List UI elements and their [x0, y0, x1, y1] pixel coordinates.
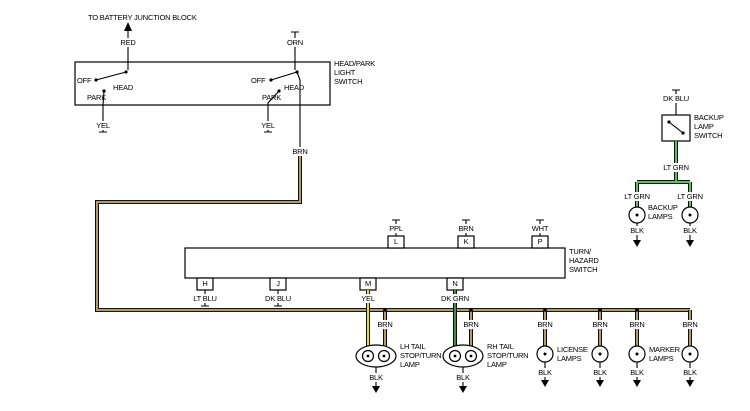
head-park-switch-box: [74, 61, 331, 106]
wire-label-dk-grn-n: DK GRN: [440, 294, 470, 303]
wire-label-lt-grn-2: LT GRN: [623, 192, 651, 201]
wire-label-lt-grn-3: LT GRN: [676, 192, 704, 201]
wire-label-lt-blu: LT BLU: [192, 294, 218, 303]
orn-feed-wire: [291, 31, 299, 62]
turn-hazard-switch-label: TURN/ HAZARD SWITCH: [569, 247, 599, 274]
rh-tail-lamp-label: RH TAIL STOP/TURN LAMP: [487, 342, 529, 369]
wire-label-orn: ORN: [285, 38, 305, 47]
switch-position-park-right: PARK: [262, 93, 282, 102]
license-lamps-label: LICENSE LAMPS: [557, 345, 588, 363]
pin-label-h: H: [202, 279, 208, 288]
switch-position-park-left: PARK: [87, 93, 107, 102]
arrow-up-icon: [124, 22, 132, 31]
switch-position-off-left: OFF: [77, 76, 92, 85]
backup-lamps-label: BACKUP LAMPS: [648, 203, 678, 221]
wire-label-red: RED: [119, 38, 137, 47]
ground-label-blk-rh: BLK: [455, 373, 471, 382]
pin-label-k: K: [463, 237, 469, 246]
wire-label-brn-main: BRN: [291, 147, 309, 156]
ground-label-blk-bu1: BLK: [629, 226, 645, 235]
head-park-switch-left-contacts: [94, 62, 129, 133]
backup-lamp-switch-label: BACKUP LAMP SWITCH: [694, 113, 724, 140]
wire-label-lt-grn-1: LT GRN: [662, 163, 690, 172]
ground-label-blk-mkr1: BLK: [629, 368, 645, 377]
wire-label-yel-m: YEL: [360, 294, 376, 303]
pin-label-n: N: [452, 279, 458, 288]
wire-label-brn-mkr1: BRN: [628, 320, 646, 329]
wire-label-yel-right: YEL: [260, 121, 276, 130]
wire-label-brn-k: BRN: [457, 224, 475, 233]
wire-label-brn-lic2: BRN: [591, 320, 609, 329]
ground-label-blk-lh: BLK: [368, 373, 384, 382]
battery-junction-label: TO BATTERY JUNCTION BLOCK: [88, 13, 197, 22]
switch-position-head-left: HEAD: [113, 83, 134, 92]
wire-label-brn-lh: BRN: [376, 320, 394, 329]
lh-tail-lamp-label: LH TAIL STOP/TURN LAMP: [400, 342, 442, 369]
wire-label-yel-left: YEL: [95, 121, 111, 130]
wire-label-wht: WHT: [530, 224, 550, 233]
switch-position-off-right: OFF: [251, 76, 266, 85]
wire-label-dk-blu-top: DK BLU: [662, 94, 690, 103]
wire-label-brn-mkr2: BRN: [681, 320, 699, 329]
pin-label-l: L: [394, 237, 398, 246]
lh-tail-lamp-symbol: [355, 344, 397, 368]
ground-label-blk-bu2: BLK: [682, 226, 698, 235]
head-park-switch-label: HEAD/PARK LIGHT SWITCH: [334, 59, 375, 86]
ground-label-blk-mkr2: BLK: [682, 368, 698, 377]
switch-position-head-right: HEAD: [284, 83, 305, 92]
pin-label-m: M: [364, 279, 372, 288]
license-lamp-symbols: [536, 345, 609, 363]
wire-label-brn-lic1: BRN: [536, 320, 554, 329]
backup-lamp-circuit: [635, 89, 692, 207]
pin-label-j: J: [276, 279, 280, 288]
marker-lamp-symbols: [628, 345, 699, 363]
marker-lamps-label: MARKER LAMPS: [649, 345, 680, 363]
rh-tail-lamp-symbol: [442, 344, 484, 368]
ground-label-blk-lic1: BLK: [537, 368, 553, 377]
pin-label-p: P: [537, 237, 543, 246]
wire-label-dk-blu-j: DK BLU: [264, 294, 292, 303]
turn-hazard-switch-box: [184, 219, 566, 307]
wire-label-brn-rh: BRN: [462, 320, 480, 329]
wire-label-ppl: PPL: [388, 224, 404, 233]
ground-label-blk-lic2: BLK: [592, 368, 608, 377]
